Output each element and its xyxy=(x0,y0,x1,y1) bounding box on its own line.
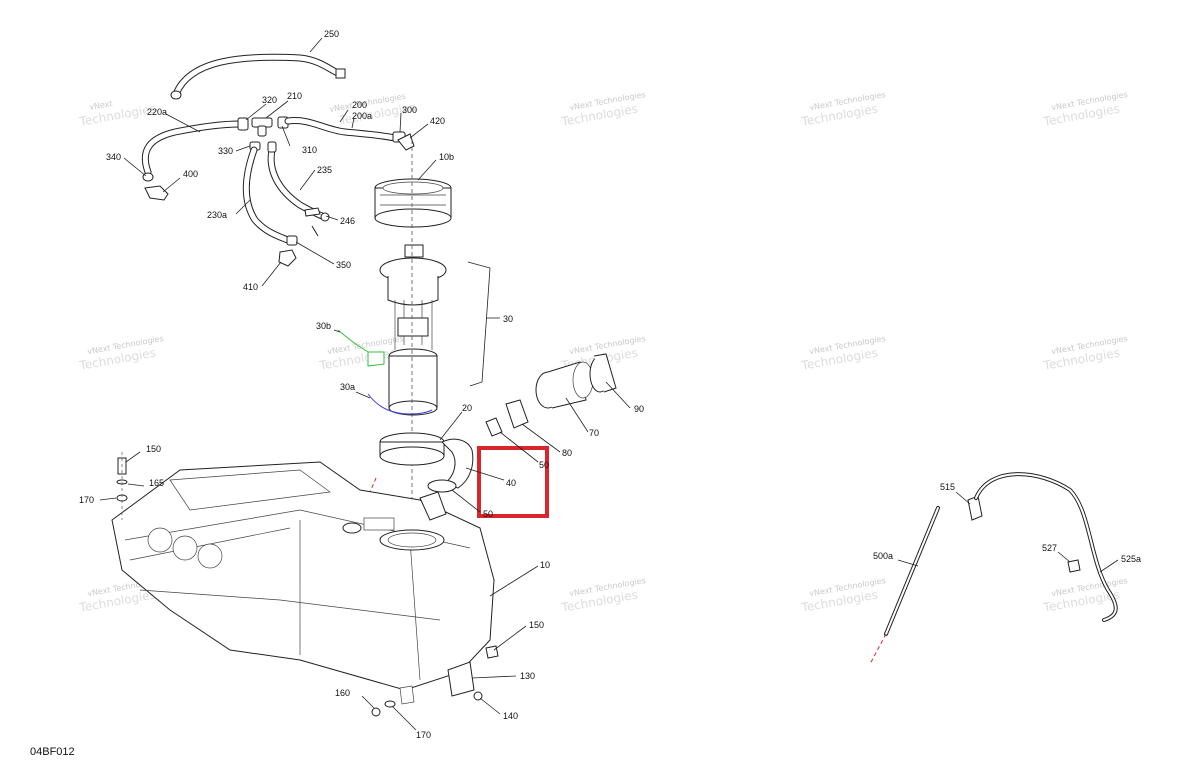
label-350: 350 xyxy=(336,260,351,270)
label-200a: 200a xyxy=(352,111,372,121)
label-160: 160 xyxy=(335,688,350,698)
highlight-box-40 xyxy=(477,446,549,518)
label-330: 330 xyxy=(218,146,233,156)
label-300: 300 xyxy=(402,105,417,115)
label-140: 140 xyxy=(503,711,518,721)
strainer-30a[interactable] xyxy=(367,393,433,415)
bracket-130[interactable] xyxy=(447,661,475,697)
fitting-410[interactable] xyxy=(278,249,297,267)
watermark-r2c4: vNext Technologies Technologies xyxy=(800,334,887,373)
watermark-r2c1: vNext Technologies Technologies xyxy=(78,334,165,373)
label-80: 80 xyxy=(562,448,572,458)
tank-vent xyxy=(342,522,362,534)
part-labels: 250 320 210 220a 200 200a 300 420 340 33… xyxy=(79,29,1141,740)
label-340: 340 xyxy=(106,152,121,162)
label-30a: 30a xyxy=(340,382,355,392)
fuel-pump-module-30[interactable] xyxy=(379,244,447,416)
filler-neck-70[interactable] xyxy=(535,361,594,409)
clamp-50-lower[interactable] xyxy=(427,479,457,493)
label-420: 420 xyxy=(430,116,445,126)
filler-inlet xyxy=(419,491,447,521)
label-515: 515 xyxy=(940,482,955,492)
clamp-246[interactable] xyxy=(304,207,330,237)
watermark-text: vNext xyxy=(89,99,114,112)
bolt-150-right[interactable] xyxy=(485,645,499,659)
diagram-reference: 04BF012 xyxy=(30,746,75,758)
grommet-80[interactable] xyxy=(505,399,529,429)
label-235: 235 xyxy=(317,165,332,175)
label-170-bottom: 170 xyxy=(416,730,431,740)
tank-strap-bracket xyxy=(399,685,415,705)
hose-250[interactable] xyxy=(170,53,346,100)
label-50-upper: 50 xyxy=(539,460,549,470)
filler-hose-40[interactable] xyxy=(441,438,474,489)
watermark-r3c4: vNext Technologies Technologies xyxy=(800,576,887,615)
fuel-tank-10[interactable] xyxy=(111,461,495,691)
hose-end-clamp xyxy=(170,90,182,100)
label-230a: 230a xyxy=(207,210,227,220)
pump-connector xyxy=(404,244,424,258)
label-310: 310 xyxy=(302,145,317,155)
hose-end-fitting xyxy=(267,141,277,153)
harness-525a[interactable] xyxy=(974,472,1118,622)
label-70: 70 xyxy=(589,428,599,438)
label-250: 250 xyxy=(324,29,339,39)
label-220a: 220a xyxy=(147,107,167,117)
filler-cap-90[interactable] xyxy=(589,353,617,393)
watermark-r1c1: vNext Technologies xyxy=(78,99,157,129)
hose-end-fitting xyxy=(335,68,346,79)
fitting-400[interactable] xyxy=(144,185,169,201)
label-500a: 500a xyxy=(873,551,893,561)
lock-ring-10b[interactable] xyxy=(374,178,452,228)
hose-200[interactable] xyxy=(284,117,399,142)
clamp-350[interactable] xyxy=(286,235,298,246)
rod-500a[interactable] xyxy=(869,506,940,665)
label-210: 210 xyxy=(287,91,302,101)
label-50-lower: 50 xyxy=(483,509,493,519)
fitting-210-tee[interactable] xyxy=(251,117,273,137)
clip-527[interactable] xyxy=(1067,559,1081,573)
fitting-320[interactable] xyxy=(237,117,249,131)
filter-30b[interactable] xyxy=(337,329,385,367)
label-150-right: 150 xyxy=(529,620,544,630)
watermark-r3c3: vNext Technologies Technologies xyxy=(560,576,647,615)
label-527: 527 xyxy=(1042,543,1057,553)
gasket-20[interactable] xyxy=(379,432,445,466)
label-150-left: 150 xyxy=(146,444,161,454)
watermark-r2c5: vNext Technologies Technologies xyxy=(1042,334,1129,373)
nut-160[interactable] xyxy=(371,707,381,717)
label-400: 400 xyxy=(183,169,198,179)
hose-230a[interactable] xyxy=(242,146,296,246)
hose-220a[interactable] xyxy=(141,120,244,176)
label-30: 30 xyxy=(503,314,513,324)
label-10b: 10b xyxy=(439,152,454,162)
label-170-left: 170 xyxy=(79,495,94,505)
bracket-30 xyxy=(467,261,491,387)
label-10: 10 xyxy=(540,560,550,570)
label-130: 130 xyxy=(520,671,535,681)
label-40: 40 xyxy=(506,478,516,488)
watermark-r1c4: vNext Technologies Technologies xyxy=(800,90,887,129)
watermark-r1c5: vNext Technologies Technologies xyxy=(1042,90,1129,129)
label-246: 246 xyxy=(340,216,355,226)
leader-lines xyxy=(99,37,1119,731)
clamp-340[interactable] xyxy=(142,172,154,182)
label-200: 200 xyxy=(352,100,367,110)
label-410: 410 xyxy=(243,282,258,292)
label-525a: 525a xyxy=(1121,554,1141,564)
spacer-170-bottom[interactable] xyxy=(384,700,396,708)
label-20: 20 xyxy=(462,403,472,413)
label-320: 320 xyxy=(262,95,277,105)
clamp-50-upper[interactable] xyxy=(485,417,503,437)
label-30b: 30b xyxy=(316,321,331,331)
watermark-r1c3: vNext Technologies Technologies xyxy=(560,90,647,129)
label-90: 90 xyxy=(634,404,644,414)
label-165: 165 xyxy=(149,478,164,488)
